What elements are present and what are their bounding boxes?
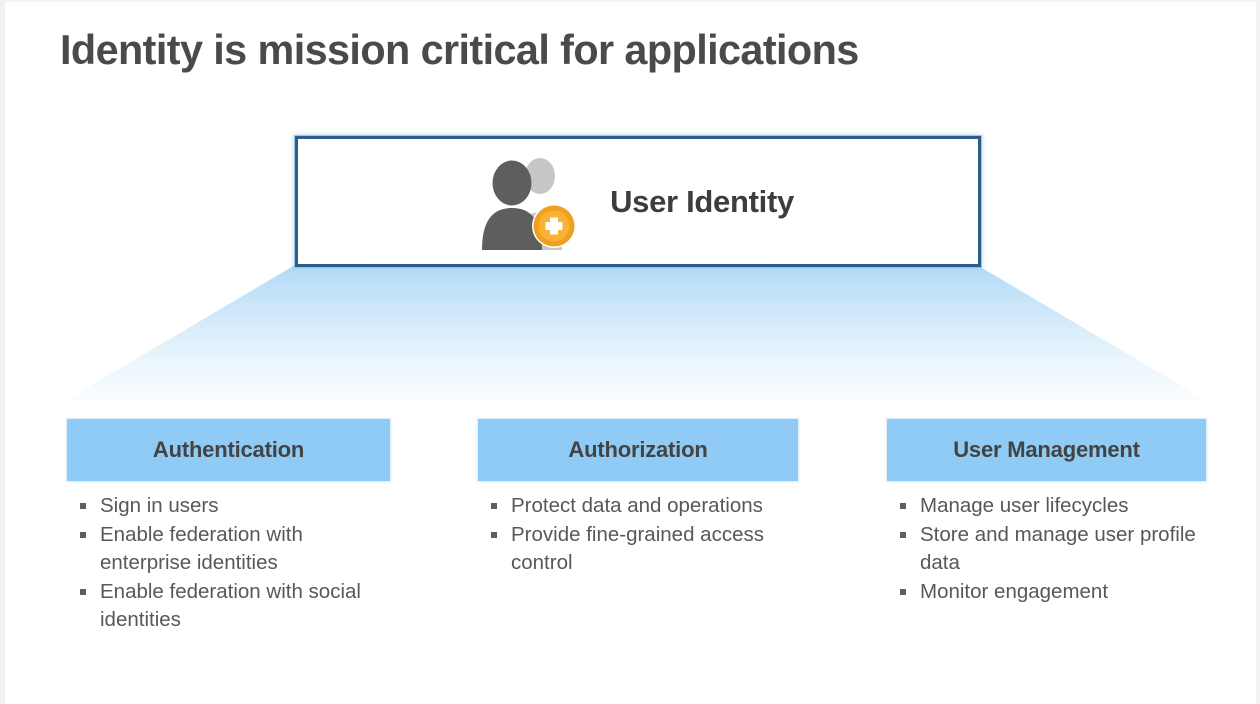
bullet-square-icon [900,503,906,509]
column-header-label: Authorization [568,437,708,462]
list-item: Store and manage user profile data [899,521,1206,578]
column-authorization: Authorization Protect data and operation… [478,419,798,664]
list-item-text: Monitor engagement [920,579,1109,603]
bullet-square-icon [900,588,906,595]
column-user-management: User Management Manage user lifecycles S… [887,419,1206,664]
list-item-text: Protect data and operations [511,494,763,517]
user-identity-label: User Identity [610,183,794,219]
bullet-list-authorization: Protect data and operations Provide fine… [478,492,798,578]
column-header-authorization[interactable]: Authorization [478,419,798,481]
page-title: Identity is mission critical for applica… [60,26,859,73]
list-item: Sign in users [79,492,390,521]
column-header-label: Authentication [152,437,305,462]
column-authentication: Authentication Sign in users Enable fede… [67,419,390,664]
user-identity-content: User Identity [470,154,794,250]
column-header-authentication[interactable]: Authentication [67,419,390,481]
users-plus-icon [470,154,588,250]
list-item-text: Provide fine-grained access control [511,522,764,575]
list-item: Manage user lifecycles [899,492,1206,521]
funnel-connector [65,265,1207,403]
bullet-list-user-management: Manage user lifecycles Store and manage … [887,492,1206,606]
funnel-shape-svg [65,265,1207,401]
bullet-square-icon [80,503,86,509]
list-item-text: Store and manage user profile data [920,522,1196,575]
bullet-square-icon [80,588,86,595]
bullet-square-icon [491,503,497,509]
bullet-square-icon [900,531,906,538]
list-item: Protect data and operations [490,492,798,521]
bullet-list-authentication: Sign in users Enable federation with ent… [67,492,390,635]
column-header-user-management[interactable]: User Management [887,419,1206,481]
list-item: Enable federation with social identities [79,578,390,635]
list-item-text: Manage user lifecycles [920,494,1129,517]
list-item: Provide fine-grained access control [490,521,798,578]
user-identity-node[interactable]: User Identity [295,136,981,267]
bullet-square-icon [491,531,497,538]
list-item: Monitor engagement [899,578,1206,607]
list-item-text: Enable federation with social identities [100,579,361,632]
list-item-text: Enable federation with enterprise identi… [100,522,303,575]
list-item-text: Sign in users [100,494,219,517]
column-header-label: User Management [953,437,1140,462]
bullet-square-icon [80,531,86,538]
list-item: Enable federation with enterprise identi… [79,521,390,578]
capability-columns: Authentication Sign in users Enable fede… [67,419,1206,664]
